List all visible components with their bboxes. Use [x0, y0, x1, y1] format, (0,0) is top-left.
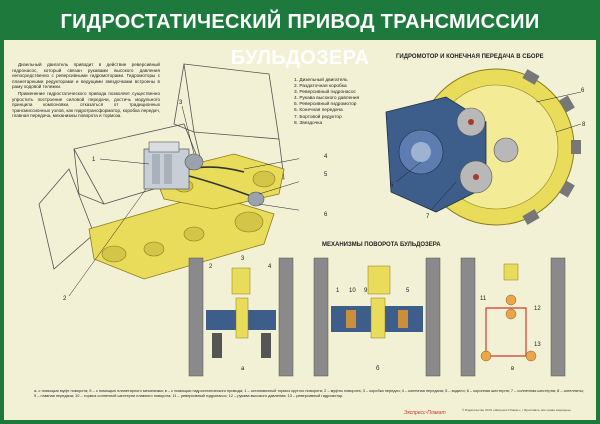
mech-b-callout-1: 1: [336, 288, 340, 294]
intro-paragraph-1: Дизельный двигатель приводит в действие …: [12, 62, 160, 90]
mechanism-c: [460, 257, 566, 377]
poster-title: ГИДРОСТАТИЧЕСКИЙ ПРИВОД ТРАНСМИССИИ БУЛЬ…: [4, 4, 596, 69]
callout-2: 2: [63, 296, 67, 302]
callout-3: 3: [179, 100, 183, 106]
motor-callout-7: 7: [426, 214, 430, 220]
legend-item: 6. Конечная передача: [294, 108, 343, 114]
legend-item: 8. Звездочка: [294, 120, 323, 126]
mechanism-a: [188, 257, 294, 377]
publisher-footer: © Издательство ООО «Экспресс-Плакат»; г.…: [462, 408, 571, 412]
legend-item: 5. Реверсивный гидромотор: [294, 102, 357, 108]
bulldozer-callouts-right: 4 5 6: [324, 154, 328, 218]
legend-item: 2. Раздаточная коробка: [294, 84, 347, 90]
mech-a-callout-2: 2: [209, 264, 213, 270]
mechanism-b: [313, 257, 441, 377]
callout-5: 5: [324, 172, 328, 178]
legend-item: 4. Рукава высокого давления: [294, 96, 360, 102]
mech-label-a: а: [241, 366, 245, 372]
motor-callout-8: 8: [582, 122, 586, 128]
mech-b-callout-9: 9: [364, 288, 368, 294]
intro-paragraph-2: Применение гидростатического привода поз…: [12, 90, 160, 119]
motor-assembly-header: ГИДРОМОТОР И КОНЕЧНАЯ ПЕРЕДАЧА В СБОРЕ: [396, 54, 544, 60]
mech-c-callout-12: 12: [534, 306, 541, 312]
mech-label-b: б: [376, 366, 380, 372]
diesel-engine: [143, 141, 190, 190]
motor-callout-5: 5: [390, 183, 394, 189]
callout-lines: [68, 105, 299, 297]
turning-mechanisms-header: МЕХАНИЗМЫ ПОВОРОТА БУЛЬДОЗЕРА: [322, 242, 441, 248]
mech-a-callout-4: 4: [268, 264, 272, 270]
component-legend: 1. Дизельный двигатель 2. Раздаточная ко…: [294, 78, 394, 127]
callout-6: 6: [324, 212, 328, 218]
publisher-brand: Экспресс-Плакат: [404, 410, 446, 416]
intro-text: Дизельный двигатель приводит в действие …: [12, 62, 160, 120]
mech-c-callout-11: 11: [480, 296, 487, 302]
legend-item: 1. Дизельный двигатель: [294, 78, 348, 83]
bulldozer-blade: [38, 168, 95, 270]
motor-callout-lines: [395, 91, 582, 211]
gear-accents: [468, 119, 479, 180]
callout-1: 1: [92, 157, 96, 163]
callout-4: 4: [324, 154, 328, 160]
motor-callout-6: 6: [581, 88, 585, 94]
mech-c-callout-13: 13: [534, 342, 541, 348]
bulldozer-illustration: 1 2 3: [38, 63, 299, 302]
mech-b-callout-10: 10: [349, 288, 356, 294]
turning-mechanisms-diagram: 2 3 4 1 10 9 5 11 12 13 а б в: [188, 256, 566, 377]
mech-b-callout-5: 5: [406, 288, 410, 294]
legend-item: 7. Бортовой редуктор: [294, 114, 342, 120]
hydromotor-assembly-illustration: 5 6 7 8: [385, 68, 586, 226]
hydraulic-pump: [184, 153, 204, 171]
hydraulic-motor: [247, 191, 265, 207]
mech-a-callout-3: 3: [241, 256, 245, 262]
mech-label-c: в: [511, 366, 514, 372]
legend-item: 3. Реверсивный гидронасос: [294, 90, 356, 96]
turning-mechanisms-caption: а- с помощью муфт поворота; б – с помощь…: [34, 388, 584, 398]
